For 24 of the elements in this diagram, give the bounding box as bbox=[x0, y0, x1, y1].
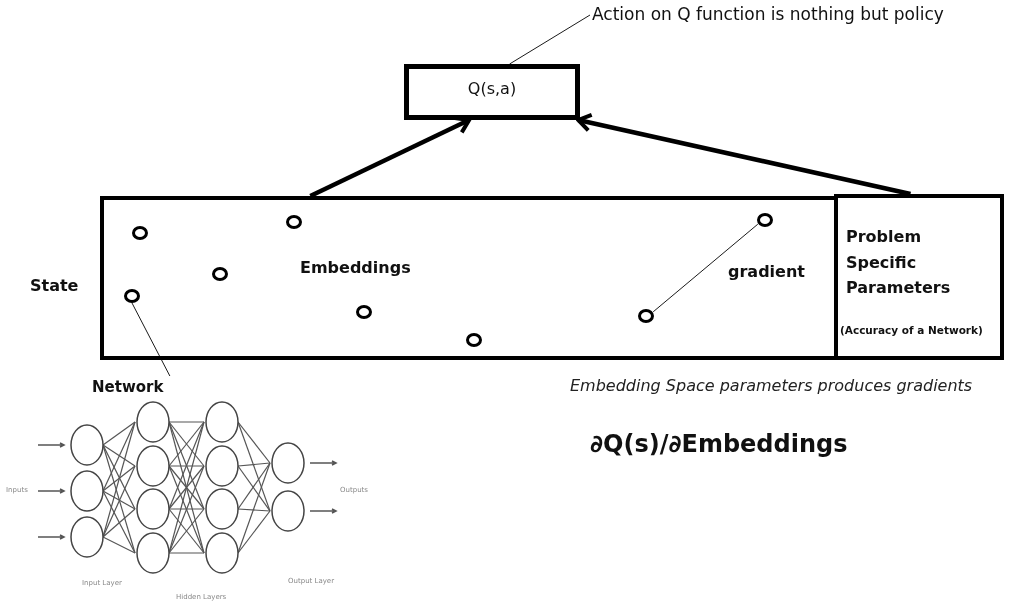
band-label: Embeddings bbox=[300, 258, 411, 277]
box-note: (Accuracy of a Network) bbox=[840, 324, 983, 336]
parameters-box bbox=[834, 194, 1004, 360]
box-heading: Problem Specific Parameters bbox=[846, 226, 952, 300]
q-function-box bbox=[404, 64, 580, 120]
embedding-point bbox=[757, 213, 773, 227]
formula-text: ∂Q(s)/∂Embeddings bbox=[590, 430, 848, 458]
embedding-point bbox=[212, 267, 228, 281]
embedding-point bbox=[286, 215, 302, 229]
line-label: gradient bbox=[728, 262, 805, 281]
caption-text: Embedding Space parameters produces gradients bbox=[570, 376, 973, 395]
embedding-point bbox=[638, 309, 654, 323]
annotation-text: Action on Q function is nothing but policy bbox=[592, 4, 944, 24]
drawing-title: Network bbox=[92, 378, 164, 396]
leader-line bbox=[652, 223, 759, 313]
embedding-point bbox=[356, 305, 372, 319]
embedding-point bbox=[466, 333, 482, 347]
embedding-point bbox=[124, 289, 140, 303]
node-label: Q(s,a) bbox=[466, 79, 518, 98]
leader-line bbox=[509, 14, 591, 65]
side-label: State bbox=[30, 276, 79, 295]
leader-line bbox=[131, 302, 171, 377]
embedding-point bbox=[132, 226, 148, 240]
arrow bbox=[576, 112, 911, 197]
